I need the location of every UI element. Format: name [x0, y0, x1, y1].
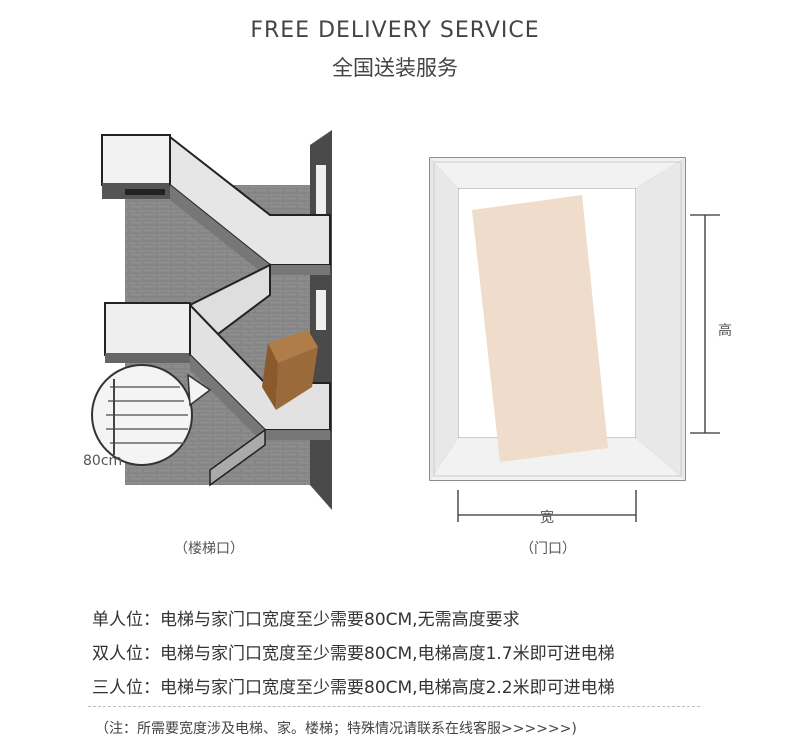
door-height-label: 高 — [718, 323, 732, 339]
sofa-panel — [472, 195, 608, 462]
footnote: （注：所需要宽度涉及电梯、家。楼梯；特殊情况请联系在线客服>>>>>>) — [95, 721, 577, 737]
zoom-detail — [91, 364, 212, 466]
rule-triple-seat: 三人位：电梯与家门口宽度至少需要80CM,电梯高度2.2米即可进电梯 — [92, 678, 615, 698]
door-width-label: 宽 — [540, 510, 554, 526]
staircase-illustration — [91, 130, 332, 510]
door-caption: （门口） — [520, 541, 576, 557]
stair-width-label: 80cm — [83, 453, 123, 469]
title-english: FREE DELIVERY SERVICE — [250, 18, 540, 43]
stair-caption: （楼梯口） — [174, 541, 244, 557]
rule-single-seat: 单人位：电梯与家门口宽度至少需要80CM,无需高度要求 — [92, 610, 520, 630]
rule-double-seat: 双人位：电梯与家门口宽度至少需要80CM,电梯高度1.7米即可进电梯 — [92, 644, 615, 664]
sofa-box — [262, 330, 318, 410]
doorway-illustration — [429, 157, 720, 522]
title-chinese: 全国送装服务 — [332, 56, 458, 80]
divider — [88, 706, 700, 707]
